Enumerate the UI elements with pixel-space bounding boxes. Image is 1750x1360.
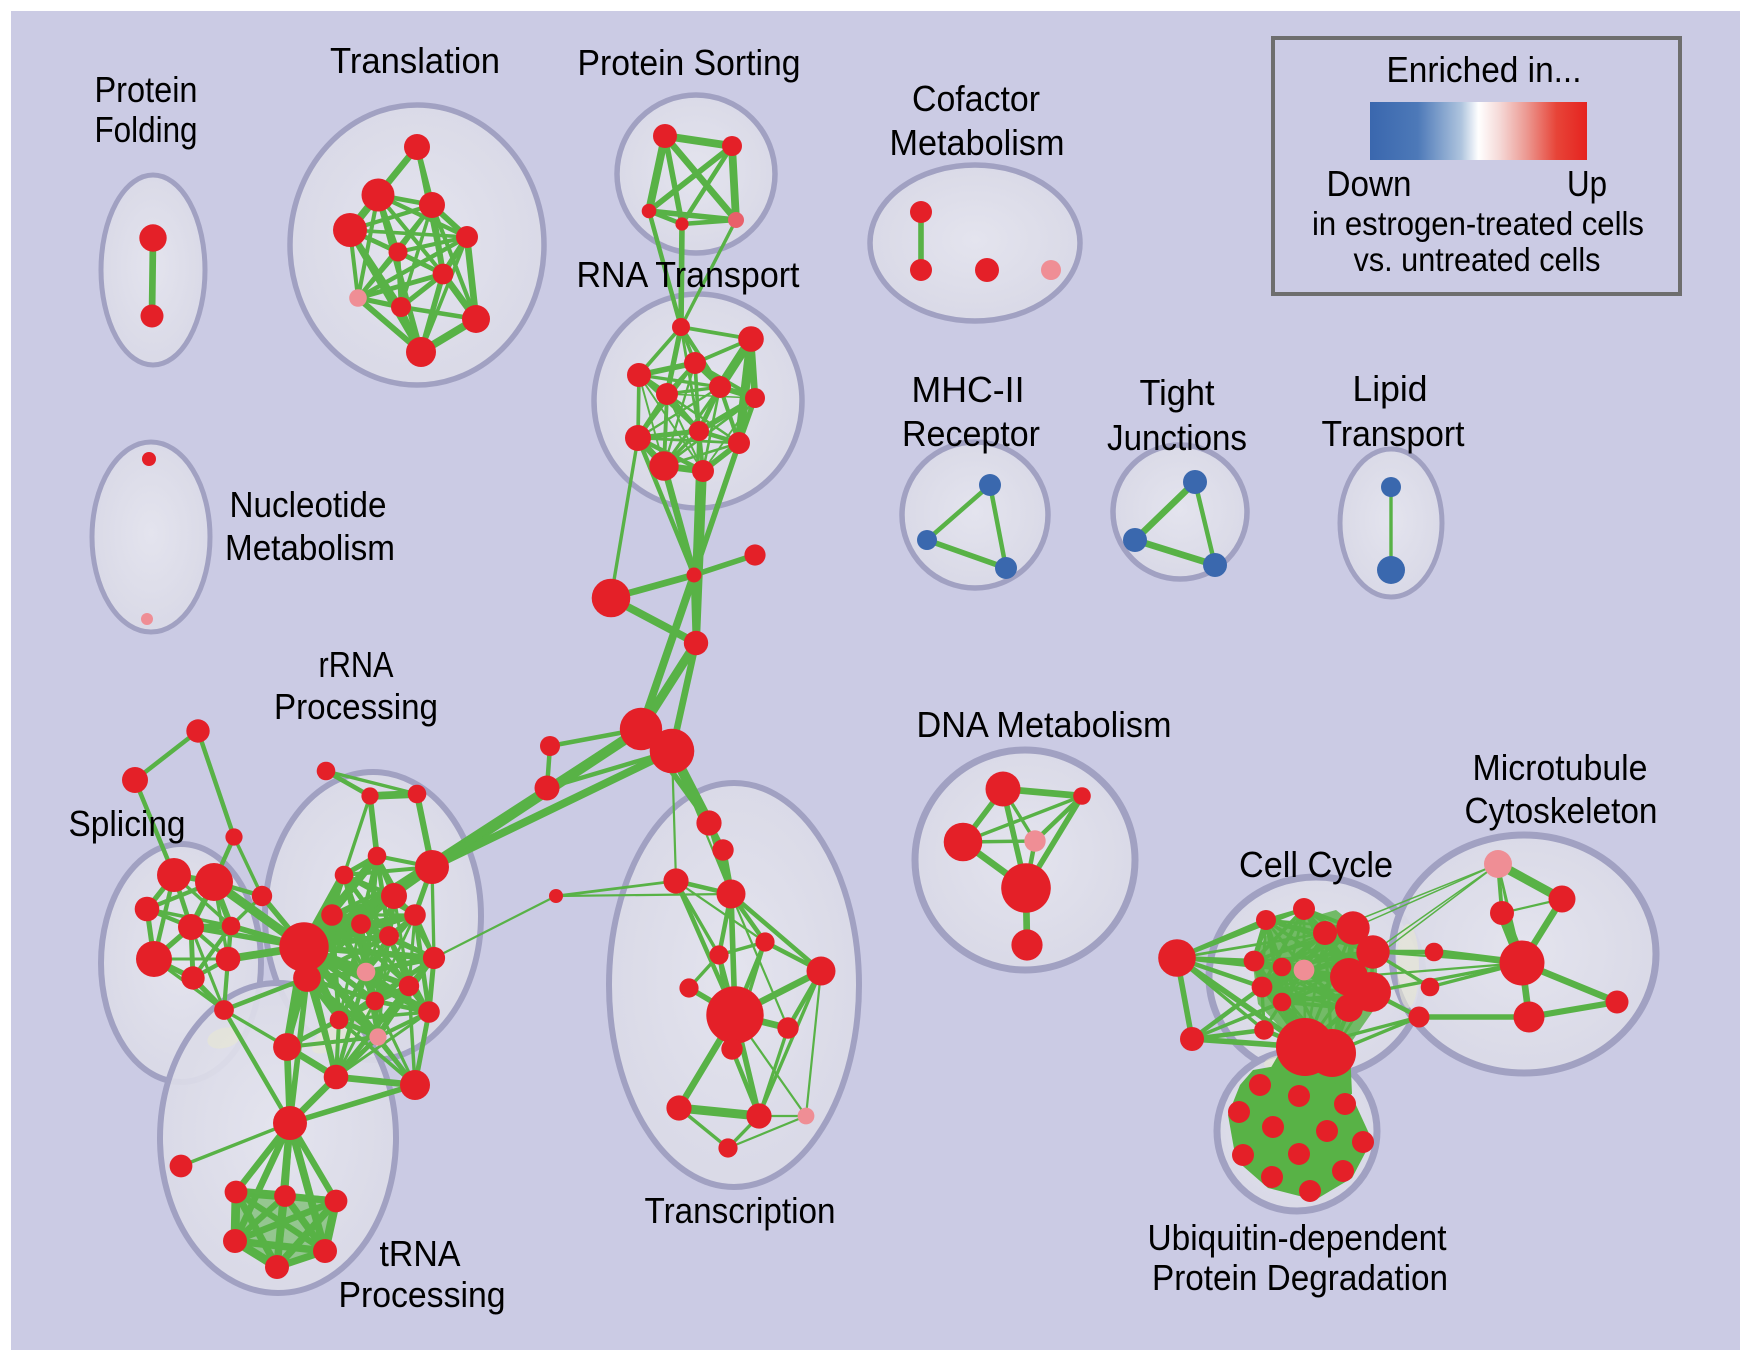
svg-text:Transcription: Transcription: [645, 1190, 836, 1231]
svg-text:Up: Up: [1567, 163, 1607, 204]
svg-text:Cofactor: Cofactor: [912, 78, 1040, 119]
svg-text:DNA Metabolism: DNA Metabolism: [917, 704, 1172, 745]
svg-text:MHC-II: MHC-II: [912, 369, 1025, 410]
svg-text:Metabolism: Metabolism: [890, 122, 1065, 163]
svg-text:Translation: Translation: [330, 40, 500, 81]
svg-text:Microtubule: Microtubule: [1473, 747, 1648, 788]
svg-text:Protein Sorting: Protein Sorting: [578, 42, 801, 83]
svg-text:Down: Down: [1327, 163, 1412, 204]
svg-text:Processing: Processing: [274, 686, 438, 727]
svg-text:vs. untreated cells: vs. untreated cells: [1354, 241, 1601, 278]
svg-text:Folding: Folding: [95, 109, 198, 150]
svg-text:Receptor: Receptor: [902, 413, 1040, 454]
svg-text:Transport: Transport: [1322, 413, 1465, 454]
svg-text:tRNA: tRNA: [380, 1233, 462, 1274]
svg-text:Junctions: Junctions: [1107, 417, 1247, 458]
svg-text:Ubiquitin-dependent: Ubiquitin-dependent: [1148, 1217, 1447, 1258]
svg-text:in estrogen-treated cells: in estrogen-treated cells: [1312, 205, 1644, 242]
svg-text:Splicing: Splicing: [69, 803, 186, 844]
svg-text:rRNA: rRNA: [319, 644, 395, 685]
svg-text:Processing: Processing: [339, 1274, 506, 1315]
svg-text:Nucleotide: Nucleotide: [230, 484, 387, 525]
svg-text:Cytoskeleton: Cytoskeleton: [1465, 790, 1658, 831]
svg-text:Lipid: Lipid: [1353, 368, 1428, 409]
svg-text:Protein: Protein: [95, 69, 198, 110]
svg-text:Protein Degradation: Protein Degradation: [1152, 1257, 1448, 1298]
svg-text:Metabolism: Metabolism: [225, 527, 395, 568]
svg-text:RNA Transport: RNA Transport: [577, 254, 800, 295]
svg-text:Tight: Tight: [1140, 372, 1215, 413]
svg-text:Enriched in...: Enriched in...: [1387, 49, 1582, 90]
svg-text:Cell Cycle: Cell Cycle: [1239, 844, 1393, 885]
